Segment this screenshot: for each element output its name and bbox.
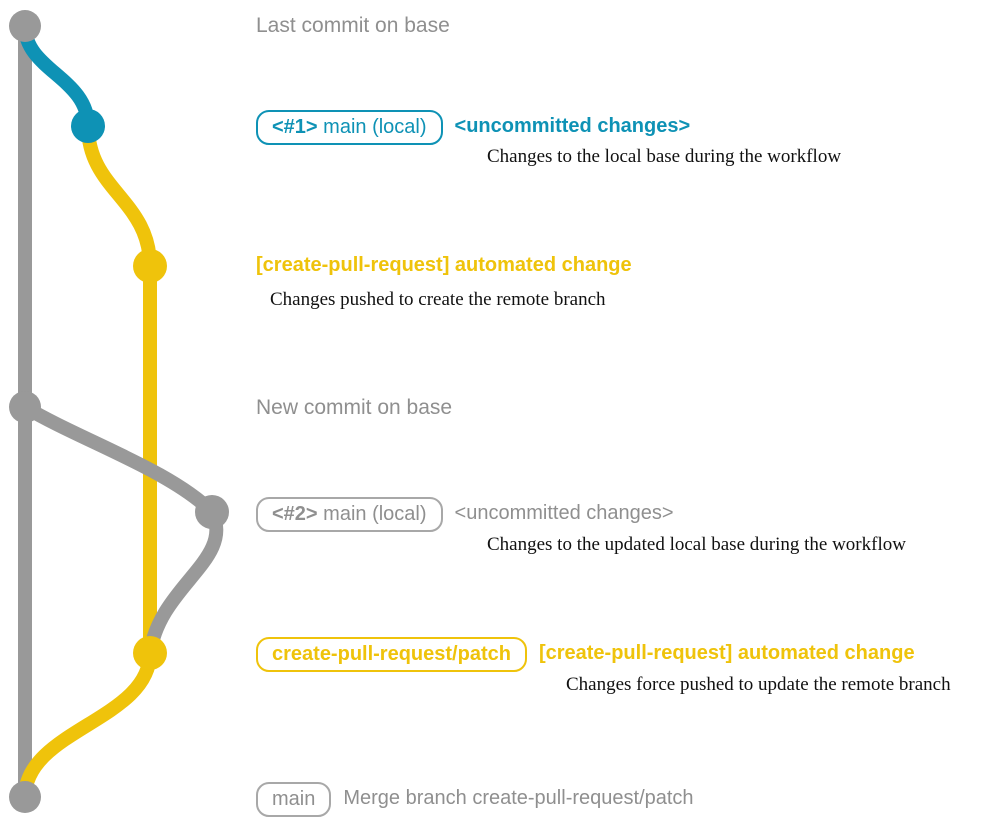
updated-local-branch-gray-curve xyxy=(18,400,224,660)
badge-main-branch-name: main xyxy=(272,788,316,810)
row-last-commit-on-base: Last commit on base xyxy=(256,14,450,38)
headline-local-uncommitted-2: <uncommitted changes> xyxy=(454,502,674,524)
badge-main-branch[interactable]: main xyxy=(256,782,332,817)
badge-local-main-2-name: main (local) xyxy=(317,503,427,525)
row-new-commit-on-base: New commit on base xyxy=(256,396,452,420)
row-automated-change-create: [create-pull-request] automated change xyxy=(256,253,632,277)
row-local-uncommitted-2: <#2> main (local) <uncommitted changes> xyxy=(256,497,674,532)
commit-node-new-commit-on-base[interactable] xyxy=(9,391,41,423)
badge-remote-branch-name: create-pull-request/patch xyxy=(272,643,511,665)
subtext-automated-change-create: Changes pushed to create the remote bran… xyxy=(270,289,606,310)
badge-local-main-1[interactable]: <#1> main (local) xyxy=(256,110,443,145)
row-automated-change-update: create-pull-request/patch [create-pull-r… xyxy=(256,637,915,672)
badge-local-main-2[interactable]: <#2> main (local) xyxy=(256,497,443,532)
remote-branch-yellow-curve xyxy=(81,119,157,660)
row-merge-commit: main Merge branch create-pull-request/pa… xyxy=(256,782,694,817)
badge-local-main-1-name: main (local) xyxy=(317,116,427,138)
row-title-last-commit-on-base: Last commit on base xyxy=(256,14,450,37)
subtext-local-uncommitted-1: Changes to the local base during the wor… xyxy=(487,146,842,167)
local-branch-teal-curve xyxy=(18,19,95,133)
headline-automated-change-update: [create-pull-request] automated change xyxy=(538,642,915,664)
commit-node-automated-change-create[interactable] xyxy=(133,249,167,283)
commit-node-local-uncommitted-2[interactable] xyxy=(195,495,229,529)
merge-yellow-curve xyxy=(18,646,157,804)
badge-remote-branch[interactable]: create-pull-request/patch xyxy=(256,637,527,672)
commit-node-automated-change-update[interactable] xyxy=(133,636,167,670)
badge-local-main-2-ref: <#2> xyxy=(272,503,318,525)
headline-merge-commit: Merge branch create-pull-request/patch xyxy=(343,787,694,809)
headline-automated-change-create: [create-pull-request] automated change xyxy=(256,254,632,276)
subtext-local-uncommitted-2: Changes to the updated local base during… xyxy=(487,534,906,555)
row-title-new-commit-on-base: New commit on base xyxy=(256,396,453,419)
headline-local-uncommitted-1: <uncommitted changes> xyxy=(454,115,691,137)
row-local-uncommitted-1: <#1> main (local) <uncommitted changes> xyxy=(256,110,690,145)
commit-node-merge-commit[interactable] xyxy=(9,781,41,813)
commit-node-last-commit-on-base[interactable] xyxy=(9,10,41,42)
commit-node-local-uncommitted-1[interactable] xyxy=(71,109,105,143)
subtext-automated-change-update: Changes force pushed to update the remot… xyxy=(566,674,951,695)
badge-local-main-1-ref: <#1> xyxy=(272,116,318,138)
